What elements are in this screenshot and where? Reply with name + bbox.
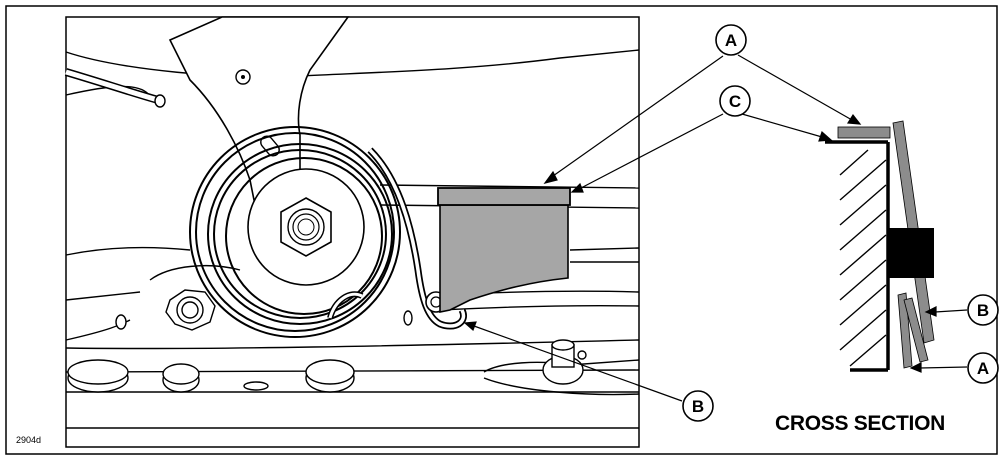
cross-section <box>737 54 968 373</box>
shaded-strip <box>437 187 571 206</box>
callout-c-top: C <box>719 85 751 117</box>
callout-c-top-label: C <box>729 92 741 111</box>
outer-border <box>5 5 998 455</box>
callout-b-cross: B <box>967 294 999 326</box>
coil-spring <box>189 126 401 338</box>
cross-leaders <box>737 54 968 373</box>
shaded-bracket <box>439 204 569 313</box>
layer-a-bottom <box>897 292 913 369</box>
main-illustration <box>64 16 724 448</box>
hatching <box>839 149 887 367</box>
figure-id: 2904d <box>16 435 41 445</box>
fasteners <box>67 289 587 393</box>
cross-section-title: CROSS SECTION <box>775 412 945 435</box>
layer-a-top <box>837 126 891 139</box>
callout-a-cross-label: A <box>977 359 989 378</box>
callout-a-cross: A <box>967 352 999 384</box>
callout-a-top: A <box>715 24 747 56</box>
main-leaders <box>463 55 724 402</box>
callout-b-main: B <box>682 390 714 422</box>
pivot-hub <box>247 168 365 286</box>
callout-a-top-label: A <box>725 31 737 50</box>
callout-b-cross-label: B <box>977 301 989 320</box>
layer-b-bottom <box>903 297 929 363</box>
callout-b-main-label: B <box>692 397 704 416</box>
clip-block <box>888 228 934 278</box>
